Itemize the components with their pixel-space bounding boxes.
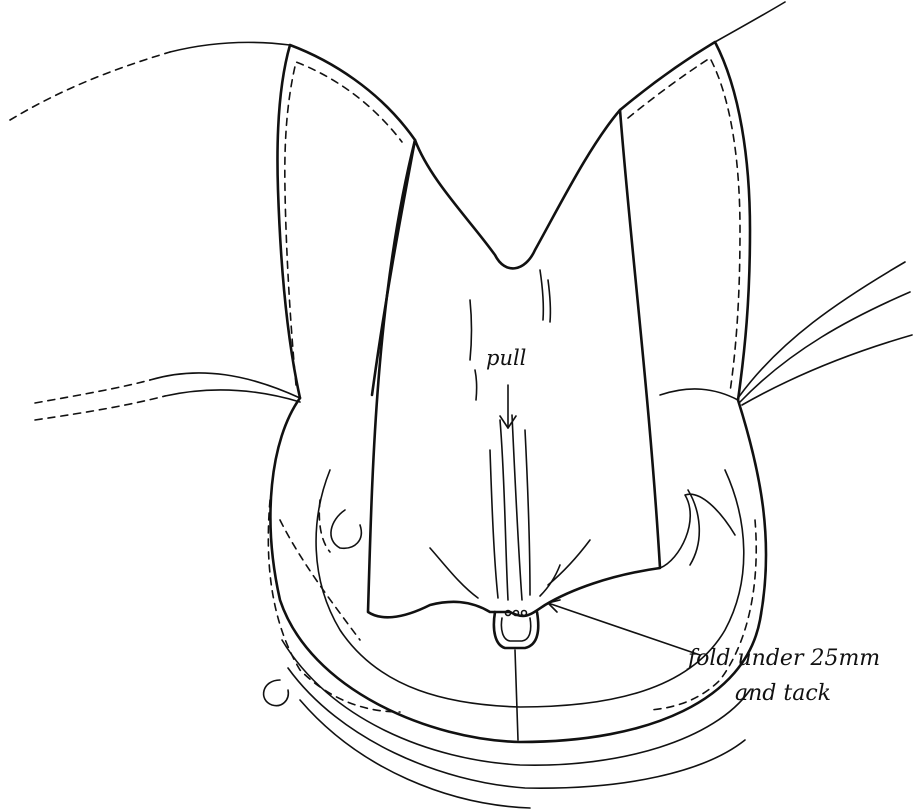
right-lower-line-3 bbox=[742, 335, 912, 405]
left-fold-dashed bbox=[319, 500, 330, 552]
crease-2 bbox=[512, 415, 522, 600]
right-flap-stitch bbox=[628, 58, 740, 392]
buckle-inner bbox=[501, 618, 530, 641]
rim-stitch-left bbox=[268, 500, 400, 712]
right-lower-line-1 bbox=[738, 262, 905, 398]
side-loop bbox=[264, 680, 289, 706]
left-lower-dashed-line bbox=[35, 380, 150, 403]
crease-4 bbox=[490, 450, 498, 598]
right-flap bbox=[620, 42, 750, 400]
fold-note-line-1: fold under 25mm bbox=[686, 646, 880, 671]
crease-7 bbox=[540, 270, 543, 320]
crease-10 bbox=[540, 565, 560, 596]
right-lower-line-2 bbox=[740, 292, 910, 402]
right-fold-2 bbox=[688, 490, 699, 565]
pull-label: pull bbox=[486, 346, 526, 370]
left-fold bbox=[331, 510, 361, 548]
right-flap-outline bbox=[620, 42, 750, 400]
left-lower-solid-line-2 bbox=[165, 390, 300, 402]
fold-note-arrow bbox=[548, 600, 700, 655]
crease-3 bbox=[525, 430, 530, 595]
buckle bbox=[494, 611, 538, 649]
right-flap-base bbox=[660, 389, 738, 400]
crease-9 bbox=[430, 548, 478, 598]
side-folds bbox=[319, 490, 735, 568]
left-outer-dashed-line bbox=[10, 52, 170, 120]
buckle-hole-2 bbox=[514, 611, 519, 616]
left-outer-solid-line bbox=[170, 42, 290, 52]
rim-outer bbox=[270, 398, 766, 742]
right-outer-solid-line bbox=[715, 2, 785, 42]
crease-5 bbox=[470, 300, 472, 360]
buckle-hole-3 bbox=[522, 611, 527, 616]
left-flap-stitch bbox=[285, 62, 402, 385]
fold-note-arrow-shaft bbox=[548, 603, 700, 655]
base-rim bbox=[268, 398, 766, 808]
left-flap bbox=[278, 45, 416, 398]
left-flap-outline bbox=[278, 45, 416, 398]
buckle-outline bbox=[494, 612, 538, 648]
center-seam bbox=[515, 650, 518, 740]
crease-8 bbox=[548, 280, 550, 322]
pull-arrow bbox=[500, 385, 516, 428]
right-fold bbox=[660, 494, 735, 568]
crease-1 bbox=[500, 420, 508, 600]
fold-note-line-2: and tack bbox=[735, 681, 831, 706]
crease-6 bbox=[475, 370, 477, 400]
